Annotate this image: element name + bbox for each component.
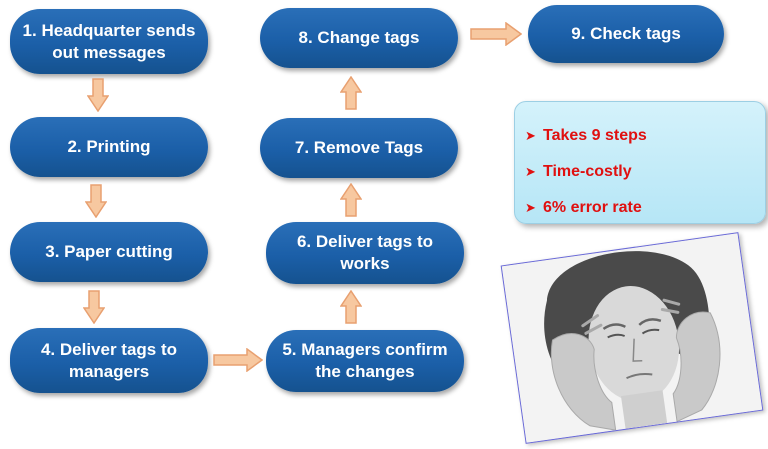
callout-item: ➤ Time-costly [525, 154, 765, 190]
arrowhead-bullet-icon: ➤ [525, 164, 536, 179]
step-6-line-2: works [340, 254, 390, 273]
step-5: 5. Managers confirm the changes [266, 330, 464, 392]
step-1-line-2: out messages [52, 42, 166, 62]
step-3: 3. Paper cutting [10, 222, 208, 282]
step-3-label: 3. Paper cutting [45, 242, 173, 261]
step-6: 6. Deliver tags to works [266, 222, 464, 284]
step-6-line-1: 6. Deliver tags to [296, 232, 434, 251]
stressed-woman-photo [500, 232, 764, 444]
callout-item: ➤ 6% error rate [525, 190, 765, 226]
arrowhead-bullet-icon: ➤ [525, 200, 536, 215]
problems-callout: ➤ Takes 9 steps ➤ Time-costly ➤ 6% error… [514, 101, 766, 224]
step-8: 8. Change tags [260, 8, 458, 68]
step-4-line-2: managers [68, 361, 150, 381]
callout-item-label: Time-costly [543, 163, 632, 180]
step-4-line-1: 4. Deliver tags to [40, 339, 178, 359]
arrow-up-icon [340, 183, 362, 217]
step-9-label: 9. Check tags [571, 24, 681, 43]
step-1-line-1: 1. Headquarter sends [22, 20, 196, 40]
step-7: 7. Remove Tags [260, 118, 458, 178]
callout-item-label: 6% error rate [543, 199, 642, 216]
step-2: 2. Printing [10, 117, 208, 177]
step-5-line-1: 5. Managers confirm [282, 340, 448, 359]
arrowhead-bullet-icon: ➤ [525, 128, 536, 143]
step-8-label: 8. Change tags [298, 28, 420, 47]
step-5-line-2: the changes [315, 362, 415, 381]
step-9: 9. Check tags [528, 5, 724, 63]
arrow-up-icon [340, 76, 362, 110]
arrow-down-icon [87, 78, 109, 112]
step-7-label: 7. Remove Tags [294, 138, 424, 157]
callout-item: ➤ Takes 9 steps [525, 118, 765, 154]
callout-item-label: Takes 9 steps [543, 127, 647, 144]
arrow-up-icon [340, 290, 362, 324]
arrow-right-icon [470, 22, 522, 46]
arrow-down-icon [85, 184, 107, 218]
arrow-down-icon [83, 290, 105, 324]
step-2-label: 2. Printing [67, 137, 151, 156]
arrow-right-icon [213, 348, 263, 372]
